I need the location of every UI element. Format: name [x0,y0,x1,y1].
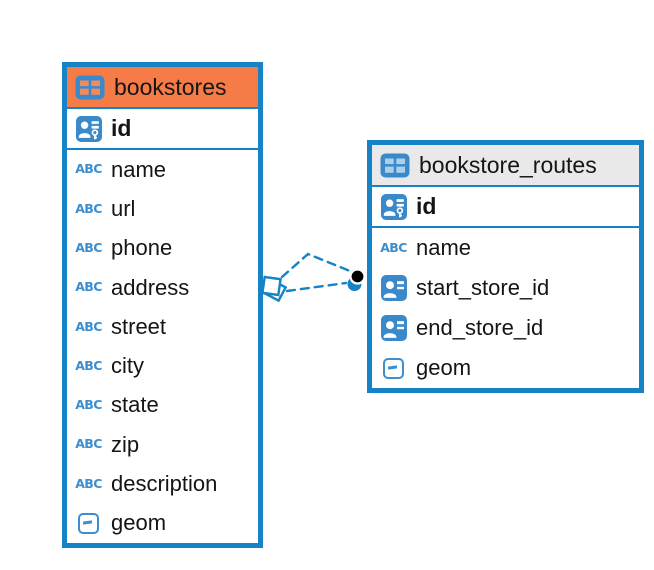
text-type-icon: ABC [75,392,102,418]
column-list: ABC name start_store_id end_store_id geo… [372,228,639,388]
column-row[interactable]: end_store_id [372,308,639,348]
table-icon [75,75,105,100]
column-label: start_store_id [416,275,550,300]
table-bookstore-routes[interactable]: bookstore_routes id ABC name [367,140,644,393]
abc-glyph: ABC [75,357,102,373]
column-row[interactable]: geom [67,503,258,543]
geometry-type-icon [75,510,102,536]
relation-line-top[interactable] [280,252,352,279]
text-type-icon: ABC [75,471,102,497]
abc-glyph: ABC [75,318,102,334]
column-row[interactable]: ABC phone [67,228,258,268]
geometry-glyph [383,357,404,379]
text-type-icon: ABC [75,353,102,379]
text-type-icon: ABC [380,235,407,261]
text-type-icon: ABC [75,432,102,458]
column-label: street [111,313,167,339]
column-row[interactable]: ABC description [67,464,258,504]
text-type-icon: ABC [75,196,102,222]
column-label: state [111,392,159,418]
column-row[interactable]: ABC name [67,150,258,190]
table-icon [380,153,410,178]
abc-glyph: ABC [75,436,102,452]
table-title: bookstore_routes [419,151,597,178]
column-label: geom [416,355,472,380]
column-label: end_store_id [416,315,544,340]
column-label: description [111,471,218,497]
relation-dot-marker[interactable] [347,268,366,292]
column-row[interactable]: ABC url [67,189,258,229]
column-row[interactable]: ABC address [67,267,258,308]
abc-glyph: ABC [75,279,102,295]
primary-key-icon [380,193,407,220]
primary-key-row[interactable]: id [67,109,258,150]
table-bookstores[interactable]: bookstores id ABC name ABC url ABC phone… [62,62,263,548]
column-label: geom [111,510,167,536]
column-label: phone [111,235,173,261]
table-header[interactable]: bookstores [67,67,258,109]
primary-key-row[interactable]: id [372,187,639,228]
column-row[interactable]: ABC name [372,228,639,268]
abc-glyph: ABC [75,239,102,255]
primary-key-label: id [111,115,132,141]
relation-diamond-marker[interactable] [261,275,288,303]
column-label: url [111,195,136,221]
column-row[interactable]: ABC state [67,385,258,426]
text-type-icon: ABC [75,275,102,301]
column-label: zip [111,431,140,457]
relation-line-bottom[interactable] [285,281,348,293]
text-type-icon: ABC [75,235,102,261]
column-row[interactable]: ABC city [67,346,258,386]
abc-glyph: ABC [75,397,102,413]
column-list: ABC name ABC url ABC phone ABC address A… [67,150,258,543]
text-type-icon: ABC [75,157,102,183]
abc-glyph: ABC [75,475,102,491]
column-label: name [416,235,472,260]
reference-id-icon [380,315,407,341]
column-row[interactable]: start_store_id [372,268,639,308]
text-type-icon: ABC [75,314,102,340]
abc-glyph: ABC [75,200,102,216]
geometry-type-icon [380,355,407,381]
abc-glyph: ABC [380,239,407,255]
column-label: address [111,274,190,300]
column-row[interactable]: geom [372,348,639,388]
table-header[interactable]: bookstore_routes [372,145,639,187]
column-row[interactable]: ABC zip [67,425,258,465]
geometry-glyph [78,512,99,534]
column-label: name [111,156,167,182]
column-row[interactable]: ABC street [67,307,258,347]
primary-key-label: id [416,193,437,219]
table-title: bookstores [114,73,227,100]
column-label: city [111,353,144,379]
reference-id-icon [380,275,407,301]
primary-key-icon [75,115,102,142]
abc-glyph: ABC [75,161,102,177]
